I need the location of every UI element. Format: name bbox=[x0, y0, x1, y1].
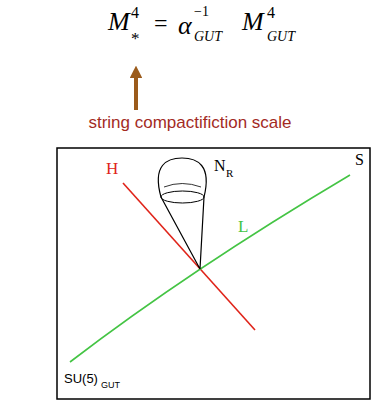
cone-outline bbox=[158, 158, 206, 269]
formula-superscript: −1 bbox=[194, 5, 209, 19]
formula-operator: = bbox=[154, 11, 168, 35]
formula-symbol: M bbox=[242, 9, 264, 35]
line-label: H bbox=[106, 160, 118, 177]
formula-superscript: 4 bbox=[267, 5, 275, 21]
group-label: SU(5) bbox=[64, 372, 98, 385]
pointer-arrow bbox=[134, 72, 138, 110]
formula-subscript: * bbox=[131, 30, 140, 47]
cone-label: N bbox=[214, 158, 226, 174]
cone-section bbox=[161, 191, 204, 203]
formula-symbol: M bbox=[108, 9, 130, 35]
group-label-subscript: GUT bbox=[101, 381, 120, 390]
formula-superscript: 4 bbox=[131, 5, 139, 21]
frame-box bbox=[57, 148, 370, 399]
cone-label-subscript: R bbox=[226, 168, 233, 179]
curve-label: L bbox=[238, 218, 248, 235]
cone-section-back bbox=[164, 184, 201, 188]
frame-label: S bbox=[355, 152, 364, 168]
l-brane-curve bbox=[70, 175, 350, 362]
formula-symbol: α bbox=[178, 13, 192, 39]
formula-subscript: GUT bbox=[194, 30, 222, 44]
annotation-text: string compactifiction scale bbox=[88, 114, 291, 131]
formula-subscript: GUT bbox=[267, 30, 295, 44]
